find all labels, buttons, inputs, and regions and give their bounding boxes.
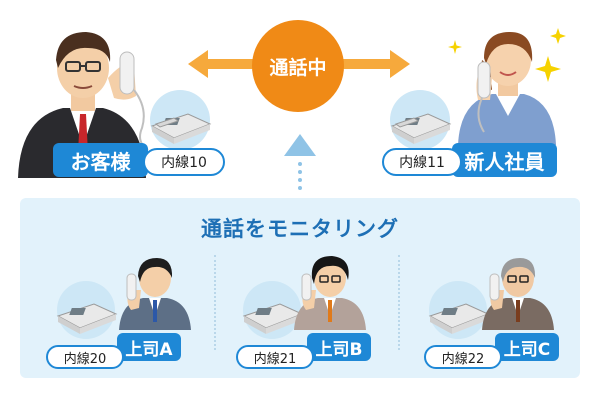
sparkle-icon	[535, 28, 566, 82]
new-employee-name-badge: 新人社員	[452, 143, 557, 177]
new-employee-extension-label: 内線11	[382, 148, 462, 176]
customer-extension-label: 内線10	[143, 148, 225, 176]
supervisor-b-extension-label: 内線21	[236, 345, 314, 369]
call-status-bubble: 通話中	[252, 20, 344, 112]
supervisor-a-name-badge: 上司A	[117, 333, 181, 361]
supervisor-b-phone-icon	[242, 281, 304, 339]
customer-phone-icon	[150, 90, 212, 150]
supervisor-c-person-illustration	[482, 258, 554, 330]
supervisor-c-name-badge: 上司C	[495, 333, 559, 361]
new-employee-phone-icon	[390, 90, 452, 150]
new-employee-person-illustration	[458, 32, 556, 145]
panel-divider	[398, 255, 400, 350]
up-arrow-icon	[284, 134, 316, 190]
customer-name-badge: お客様	[53, 143, 148, 177]
supervisor-a-phone-icon	[56, 281, 118, 339]
supervisor-a-extension-label: 内線20	[46, 345, 124, 369]
supervisor-a-person-illustration	[119, 258, 191, 330]
panel-divider	[214, 255, 216, 350]
supervisor-b-person-illustration	[294, 256, 366, 330]
supervisor-c-extension-label: 内線22	[424, 345, 502, 369]
supervisor-c-phone-icon	[428, 281, 490, 339]
monitoring-title: 通話をモニタリング	[201, 217, 399, 241]
supervisor-b-name-badge: 上司B	[307, 333, 371, 361]
sparkle-icon-small	[448, 40, 462, 54]
